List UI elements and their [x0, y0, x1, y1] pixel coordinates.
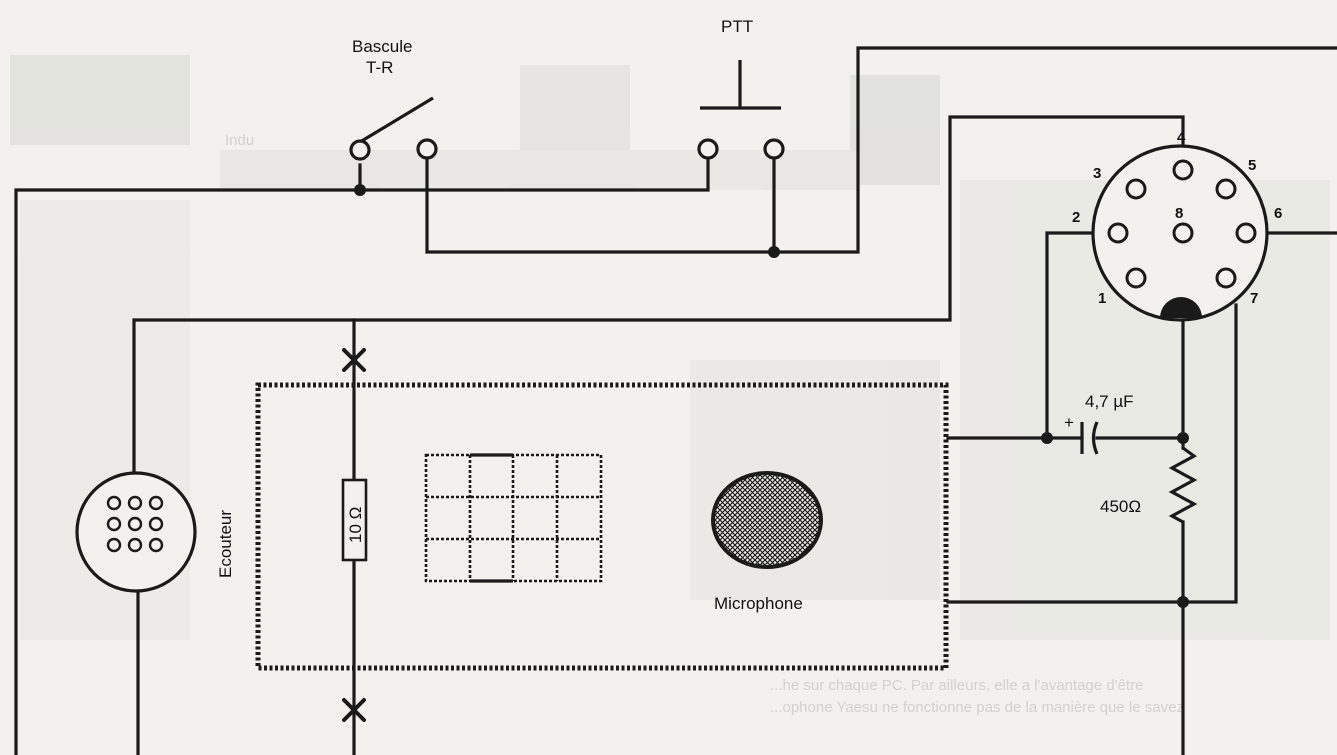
pin-label-1: 1: [1098, 290, 1106, 307]
resistor-450-label: 450Ω: [1100, 497, 1141, 516]
resistor-10-label: 10 Ω: [346, 507, 365, 543]
microphone-label: Microphone: [714, 594, 803, 613]
pin-label-7: 7: [1250, 290, 1258, 307]
connector-pin-2: [1107, 222, 1129, 244]
background-page: Indu ...he sur chaque PC. Par ailleurs, …: [10, 55, 1330, 716]
resistor-450-symbol: [1168, 446, 1198, 524]
keypad-grid: [424, 453, 603, 583]
bascule-label-line2: T-R: [366, 58, 393, 77]
resistor-10-symbol: [341, 478, 368, 562]
connector-pin-1: [1125, 267, 1147, 289]
pin-label-5: 5: [1248, 157, 1256, 174]
ptt-switch: [697, 60, 785, 160]
earphone-holes: [106, 495, 164, 553]
wire-bascule-ptt: [358, 156, 710, 192]
background-caption-line1: ...he sur chaque PC. Par ailleurs, elle …: [770, 677, 1143, 694]
bascule-label-line1: Bascule: [352, 37, 412, 56]
background-heading: Indu: [225, 132, 254, 149]
microphone-element: [711, 471, 823, 569]
ptt-label: PTT: [721, 17, 753, 36]
bascule-switch: [349, 96, 438, 161]
din-connector: 1 2 3 4 5 6 7 8: [1072, 129, 1282, 322]
connector-pin-7: [1215, 267, 1237, 289]
connector-pin-5: [1215, 178, 1237, 200]
microphone-housing: [255, 382, 949, 671]
pin-label-4: 4: [1177, 129, 1186, 146]
junction-dots: [354, 184, 1189, 608]
pin-label-8: 8: [1175, 205, 1183, 222]
connector-pin-3: [1125, 178, 1147, 200]
circuit-wires: [14, 46, 1337, 755]
capacitor-symbol: [1080, 421, 1099, 455]
connector-key: [1160, 297, 1202, 318]
wire-ptt-return: [425, 46, 1337, 254]
connector-pin-6: [1235, 222, 1257, 244]
background-caption-line2: ...ophone Yaesu ne fonctionne pas de la …: [770, 699, 1184, 716]
wire-pin7: [946, 303, 1238, 604]
ecouteur-label: Ecouteur: [216, 510, 235, 578]
connector-pin-4: [1172, 159, 1194, 181]
wire-earphone-pin4: [132, 115, 1185, 477]
keypad-key-highlight: [470, 453, 513, 583]
capacitor-polarity: +: [1064, 413, 1074, 432]
wire-left-rail: [14, 188, 362, 755]
cut-marks: [342, 348, 366, 722]
pin-label-6: 6: [1274, 205, 1282, 222]
pin-label-3: 3: [1093, 165, 1101, 182]
pin-label-2: 2: [1072, 209, 1080, 226]
capacitor-label: 4,7 µF: [1085, 392, 1134, 411]
earphone: [75, 471, 197, 593]
wire-pin2-capacitor: [1045, 231, 1104, 440]
connector-pin-8: [1172, 222, 1194, 244]
